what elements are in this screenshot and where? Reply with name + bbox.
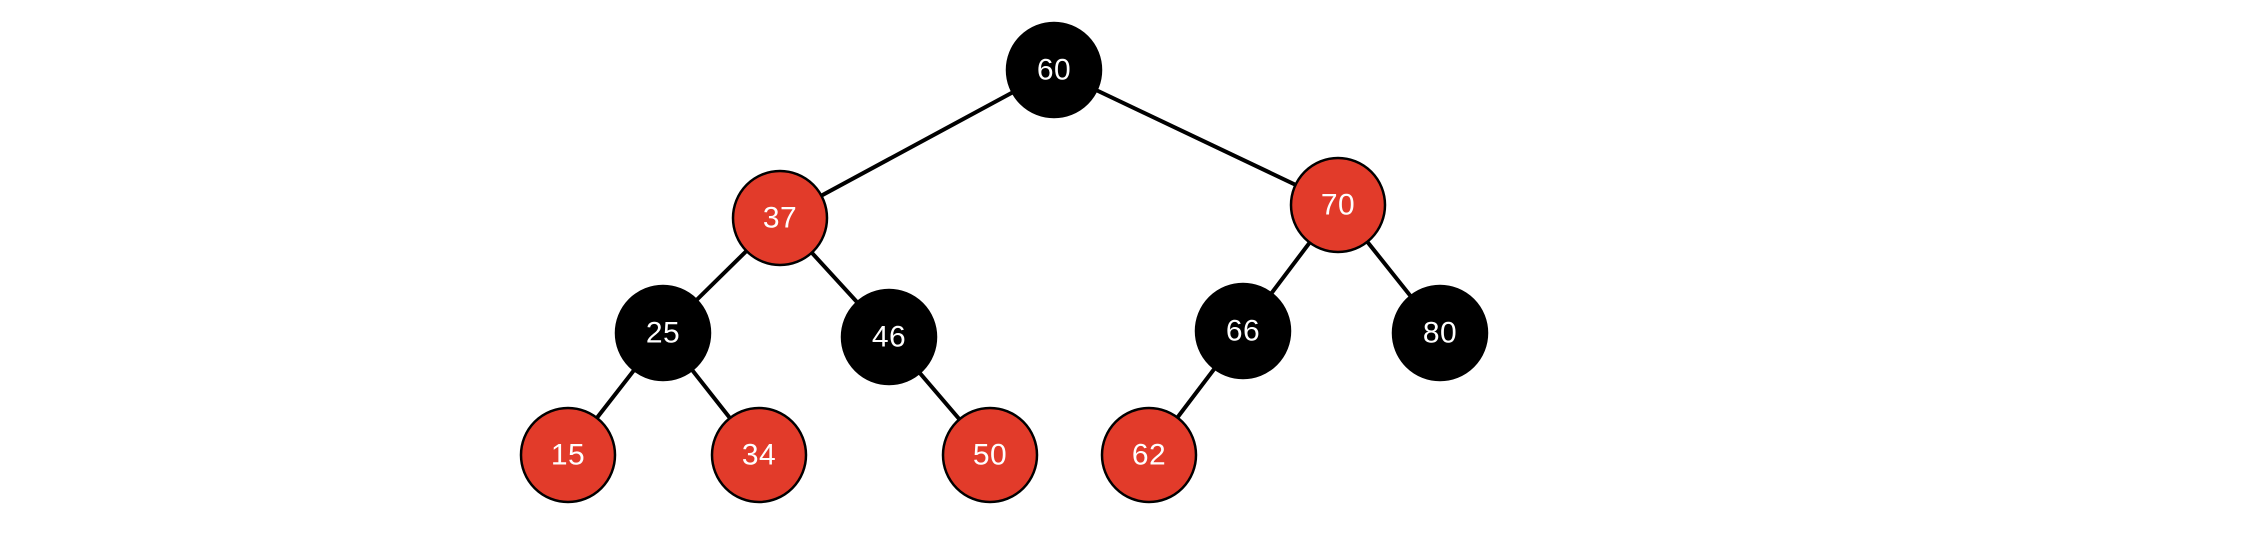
node-label-34: 34 bbox=[742, 439, 776, 472]
node-label-70: 70 bbox=[1321, 189, 1355, 222]
node-label-62: 62 bbox=[1132, 439, 1166, 472]
node-circle-70 bbox=[1289, 156, 1387, 254]
tree-node-50: 50 bbox=[941, 406, 1039, 504]
tree-node-34: 34 bbox=[710, 406, 808, 504]
node-label-50: 50 bbox=[973, 439, 1007, 472]
tree-edge-60-37 bbox=[779, 68, 1055, 220]
node-circle-34 bbox=[710, 406, 808, 504]
tree-node-25: 25 bbox=[614, 284, 712, 382]
node-circle-80 bbox=[1391, 284, 1489, 382]
tree-node-37: 37 bbox=[731, 169, 829, 267]
node-circle-50 bbox=[941, 406, 1039, 504]
node-circle-25 bbox=[614, 284, 712, 382]
node-label-46: 46 bbox=[872, 321, 906, 354]
node-label-60: 60 bbox=[1037, 54, 1071, 87]
tree-node-46: 46 bbox=[840, 288, 938, 386]
node-circle-62 bbox=[1100, 406, 1198, 504]
node-label-80: 80 bbox=[1423, 317, 1457, 350]
node-circle-66 bbox=[1194, 282, 1292, 380]
tree-node-62: 62 bbox=[1100, 406, 1198, 504]
node-label-25: 25 bbox=[646, 317, 680, 350]
tree-edge-60-70 bbox=[1053, 68, 1339, 207]
tree-node-80: 80 bbox=[1391, 284, 1489, 382]
node-circle-15 bbox=[519, 406, 617, 504]
node-circle-60 bbox=[1005, 21, 1103, 119]
node-label-66: 66 bbox=[1226, 315, 1260, 348]
node-label-15: 15 bbox=[551, 439, 585, 472]
node-circle-46 bbox=[840, 288, 938, 386]
tree-node-15: 15 bbox=[519, 406, 617, 504]
tree-node-60: 60 bbox=[1005, 21, 1103, 119]
node-label-37: 37 bbox=[763, 202, 797, 235]
tree-node-70: 70 bbox=[1289, 156, 1387, 254]
tree-node-66: 66 bbox=[1194, 282, 1292, 380]
node-circle-37 bbox=[731, 169, 829, 267]
